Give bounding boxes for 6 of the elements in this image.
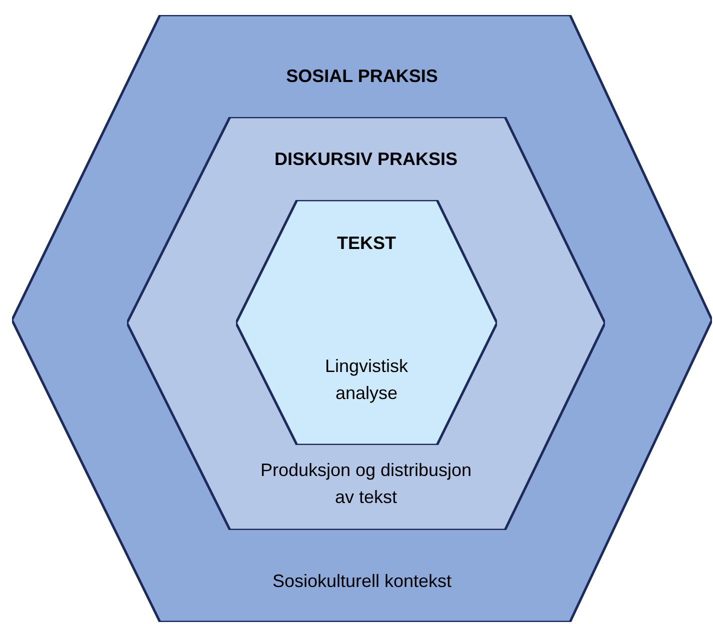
description: Lingvistisk analyse <box>324 355 410 405</box>
description: Produksjon og distribusjon av tekst <box>259 459 473 509</box>
description: Sosiokulturell kontekst <box>271 570 453 593</box>
heading: SOSIAL PRAKSIS <box>285 65 439 88</box>
heading: DISKURSIV PRAKSIS <box>273 148 459 171</box>
heading: TEKST <box>336 232 397 255</box>
